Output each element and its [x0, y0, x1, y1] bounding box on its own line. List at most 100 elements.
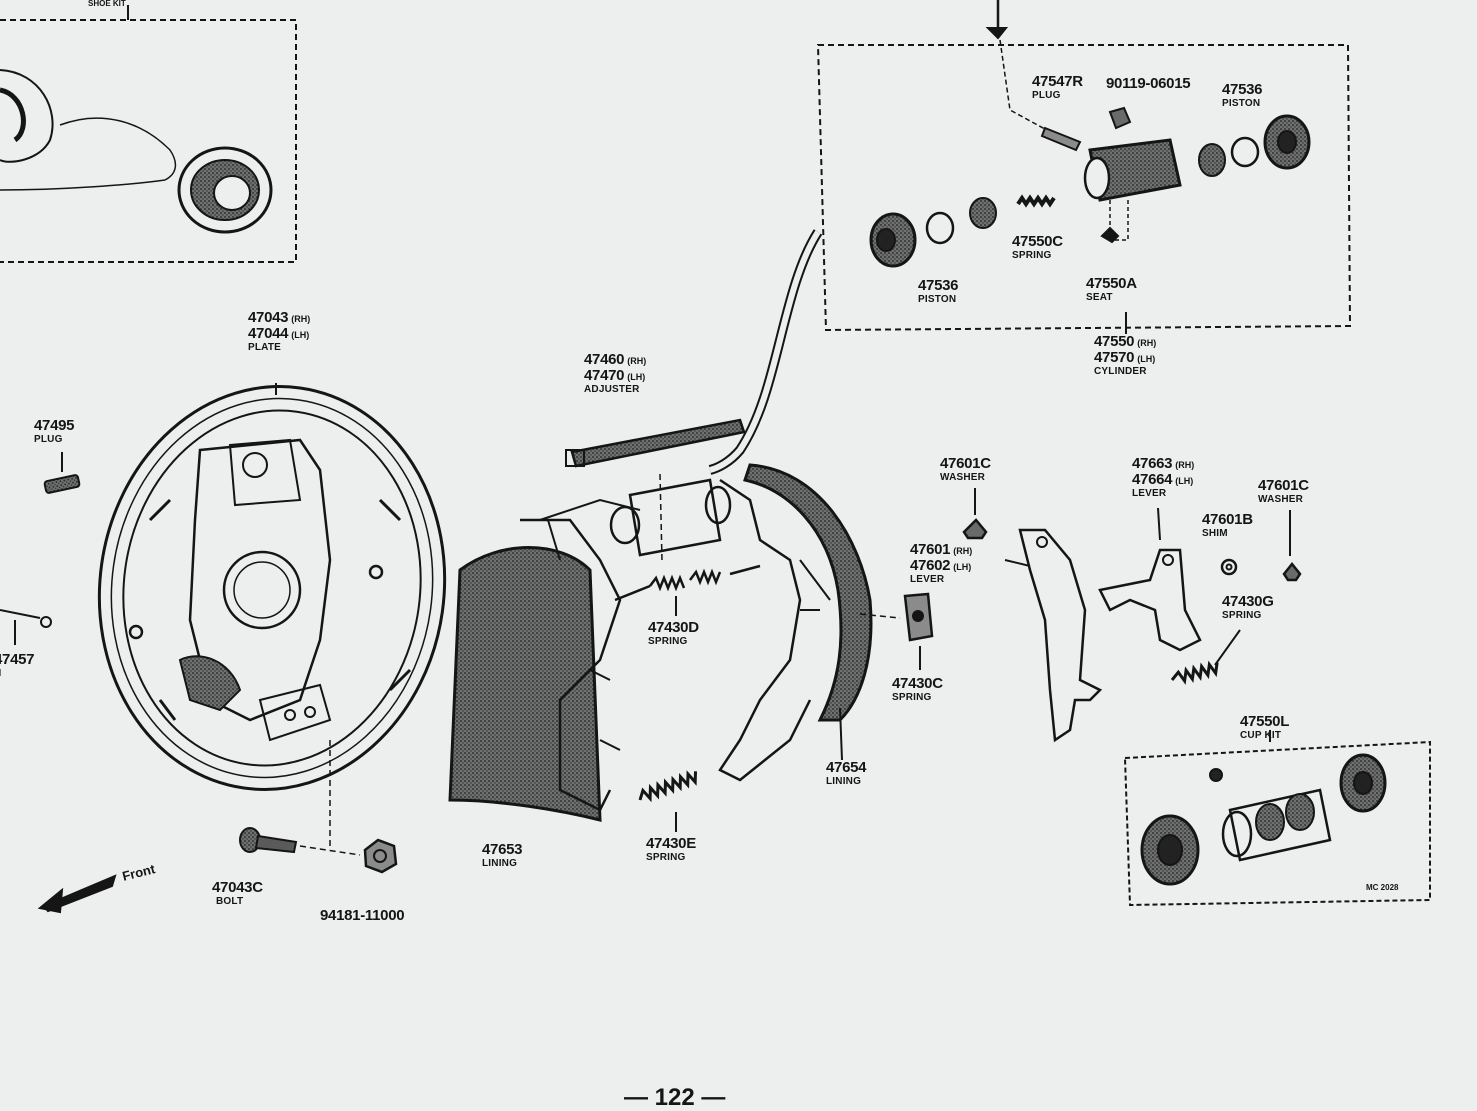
label-lining-53: 47653 LINING: [482, 841, 523, 869]
piston-right-num: 47536: [1222, 81, 1263, 98]
label-piston-right: 47536 PISTON: [1222, 81, 1263, 109]
label-adjuster: 47460(RH) 47470(LH) ADJUSTER: [584, 352, 646, 395]
lever-2-part: [1098, 507, 1202, 652]
shoe-kit-label: SHOE KIT: [88, 0, 126, 8]
left-edge-num: 47457: [0, 651, 35, 668]
spring-d-part: [614, 564, 761, 616]
hose-line: [708, 229, 823, 475]
cylinder-num-lh: 47570: [1094, 349, 1135, 366]
spring-g-name: SPRING: [1222, 610, 1262, 621]
label-shim: 47601B SHIM: [1202, 512, 1253, 539]
label-plug-top: 47547R PLUG: [1032, 74, 1083, 101]
plug-left-name: PLUG: [34, 434, 63, 445]
front-arrow: [37, 874, 117, 914]
shim-name: SHIM: [1202, 528, 1228, 539]
spring-c-part: [859, 592, 934, 670]
label-lever-1: 47601(RH) 47602(LH) LEVER: [910, 542, 972, 585]
piston-right-name: PISTON: [1222, 98, 1261, 109]
lining-54-num: 47654: [826, 759, 867, 776]
lever-1-part: [1004, 528, 1103, 743]
lever-2-num-rh: 47663: [1132, 455, 1173, 472]
lever-1-num-lh: 47602: [910, 557, 951, 574]
lever-2-suf-rh: (RH): [1175, 460, 1195, 470]
cup-kit-box: [1123, 730, 1431, 907]
spring-g-part: [1170, 629, 1241, 685]
label-mc-code: MC 2028: [1366, 884, 1398, 892]
adjuster-suf-lh: (LH): [627, 372, 646, 382]
lining-53-num: 47653: [482, 841, 523, 858]
label-spring-g: 47430G SPRING: [1222, 594, 1274, 621]
plate-num-lh: 47044: [248, 325, 289, 342]
cup-kit-num: 47550L: [1240, 713, 1290, 730]
spring-c-name: SPRING: [892, 692, 932, 703]
lever-1-name: LEVER: [910, 574, 945, 585]
wheel-cylinder-center: [609, 478, 732, 557]
label-plug-left: 47495 PLUG: [34, 418, 75, 445]
lever-2-num-lh: 47664: [1132, 471, 1173, 488]
label-nut: 94181-11000: [320, 907, 405, 924]
label-plate: 47043(RH) 47044(LH) PLATE: [248, 310, 310, 353]
lever-1-suf-rh: (RH): [953, 546, 973, 556]
label-piston-left: 47536 PISTON: [918, 277, 959, 305]
plug-left: [43, 452, 81, 494]
bolt-top-num: 90119-06015: [1106, 75, 1191, 92]
brake-shoe-rear: [718, 463, 873, 782]
seat-num: 47550A: [1086, 275, 1137, 292]
plate-suf-rh: (RH): [291, 314, 311, 324]
cup-kit-name: CUP KIT: [1240, 730, 1282, 741]
shim-part: [1220, 558, 1238, 576]
spring-c-num: 47430C: [892, 675, 943, 692]
spring-g-num: 47430G: [1222, 593, 1274, 610]
spring-550c-num: 47550C: [1012, 233, 1063, 250]
cylinder-name: CYLINDER: [1094, 366, 1147, 377]
bolt-num: 47043C: [212, 879, 263, 896]
label-washer-1: 47601C WASHER: [940, 456, 991, 483]
left-edge-name: N: [0, 669, 34, 679]
backing-plate: [97, 383, 447, 850]
piston-left-num: 47536: [918, 277, 959, 294]
label-spring-d: 47430D SPRING: [648, 620, 699, 647]
adjuster-name: ADJUSTER: [584, 384, 640, 395]
label-cylinder: 47550(RH) 47570(LH) CYLINDER: [1094, 334, 1156, 377]
washer-1-name: WASHER: [940, 472, 986, 483]
washer-2-part: [1282, 510, 1302, 582]
spring-e-part: [638, 770, 698, 832]
plug-top-num: 47547R: [1032, 73, 1083, 90]
nut-num: 94181-11000: [320, 907, 405, 924]
cylinder-exploded-box: [816, 0, 1352, 334]
shim-num: 47601B: [1202, 511, 1253, 528]
label-washer-2: 47601C WASHER: [1258, 478, 1309, 505]
label-lining-54: 47654 LINING: [826, 759, 867, 787]
washer-2-num: 47601C: [1258, 477, 1309, 494]
shoe-kit-text: SHOE KIT: [88, 0, 126, 8]
cylinder-suf-rh: (RH): [1137, 338, 1157, 348]
left-edge-part: [0, 609, 52, 645]
lever-2-name: LEVER: [1132, 488, 1167, 499]
label-spring-c: 47430C SPRING: [892, 676, 943, 703]
label-seat: 47550A SEAT: [1086, 276, 1137, 303]
washer-2-name: WASHER: [1258, 494, 1304, 505]
spring-550c-name: SPRING: [1012, 250, 1052, 261]
spring-e-num: 47430E: [646, 835, 696, 852]
bolt-and-nut: [239, 827, 398, 874]
lever-2-suf-lh: (LH): [1175, 476, 1194, 486]
shoe-kit-box: [0, 5, 297, 263]
cylinder-suf-lh: (LH): [1137, 354, 1156, 364]
washer-1-part: [962, 488, 988, 540]
plate-name: PLATE: [248, 342, 282, 353]
plate-suf-lh: (LH): [291, 330, 310, 340]
label-spring-550c: 47550C SPRING: [1012, 234, 1063, 261]
washer-1-num: 47601C: [940, 455, 991, 472]
piston-left-name: PISTON: [918, 294, 957, 305]
lining-53-name: LINING: [482, 858, 518, 869]
seat-name: SEAT: [1086, 292, 1113, 303]
adjuster-num-lh: 47470: [584, 367, 625, 384]
label-left-edge: 47457 N: [0, 651, 35, 679]
brake-shoe-front: [448, 498, 641, 822]
spring-d-num: 47430D: [648, 619, 699, 636]
label-bolt-top: 90119-06015: [1106, 75, 1191, 92]
bolt-name: BOLT: [216, 896, 244, 907]
plate-num-rh: 47043: [248, 309, 289, 326]
